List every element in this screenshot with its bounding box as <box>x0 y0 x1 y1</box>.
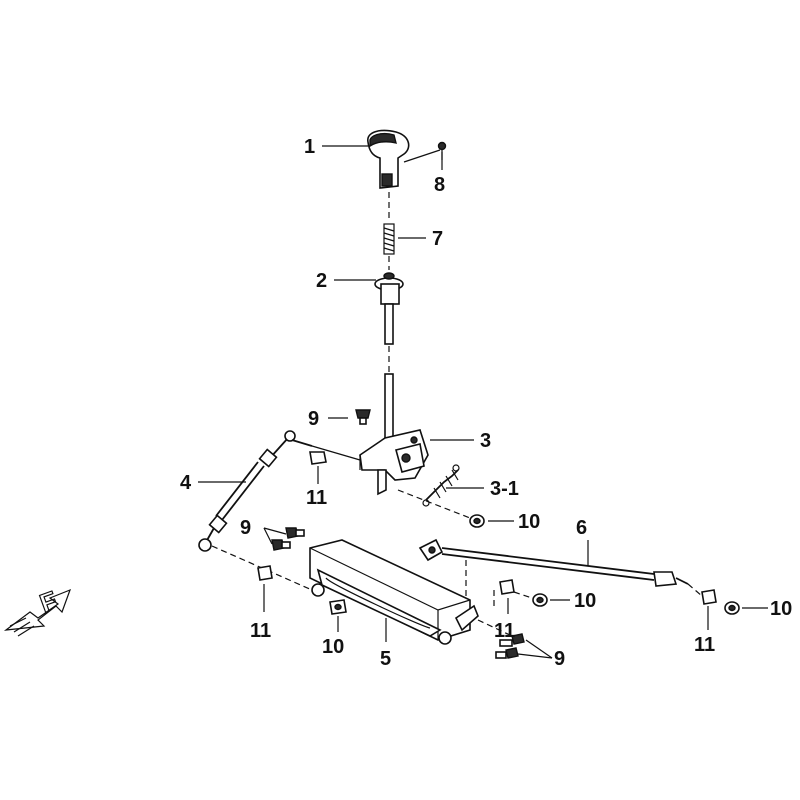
part-4-link-rod <box>198 430 313 552</box>
part-3-shift-lever-bracket <box>359 373 429 496</box>
callout-11-middle: 11 <box>494 620 515 642</box>
part-9-bolts-left <box>271 527 305 551</box>
part-10-nut-right <box>724 601 740 615</box>
callout-9-right: 9 <box>554 648 565 670</box>
part-6-cable-rod <box>418 538 689 587</box>
callout-10-left: 10 <box>322 636 344 658</box>
callout-11-right: 11 <box>694 634 715 656</box>
leader-lines <box>198 145 768 659</box>
part-11-collar-left <box>257 565 273 581</box>
front-indicator-letter: F <box>36 585 61 619</box>
callout-10-middle: 10 <box>574 590 596 612</box>
callout-6: 6 <box>576 517 587 539</box>
part-10-nut-upper <box>469 514 485 528</box>
callout-7: 7 <box>432 228 443 250</box>
callout-2: 2 <box>316 270 327 292</box>
part-11-collar-right <box>701 589 717 605</box>
callout-4: 4 <box>180 472 192 494</box>
part-2-collar <box>374 272 404 345</box>
part-11-collar-upper <box>309 451 327 465</box>
part-5-shift-base <box>309 539 479 645</box>
part-11-collar-middle <box>499 579 515 595</box>
callout-3-1: 3-1 <box>490 478 519 500</box>
part-10-nut-middle <box>532 593 548 607</box>
callout-8: 8 <box>434 174 445 196</box>
callout-10-right: 10 <box>770 598 792 620</box>
callout-11-left: 11 <box>250 620 271 642</box>
callout-9-left: 9 <box>240 517 251 539</box>
part-10-nut-left <box>329 599 347 615</box>
part-1-shift-knob <box>367 129 410 189</box>
part-9-bolts-right <box>495 633 525 659</box>
callout-5: 5 <box>380 648 391 670</box>
callout-9-top: 9 <box>308 408 319 430</box>
callout-1: 1 <box>304 136 315 158</box>
front-direction-arrow-icon: F <box>3 584 72 637</box>
callout-3: 3 <box>480 430 491 452</box>
part-7-spring <box>383 223 395 255</box>
callout-labels: 1 8 7 2 9 3 3-1 10 4 11 9 6 11 10 5 11 1… <box>180 136 792 670</box>
part-9-bolt-top <box>355 409 371 425</box>
part-3-1-return-spring <box>422 464 460 507</box>
callout-11-upper: 11 <box>306 487 327 509</box>
callout-10-upper: 10 <box>518 511 540 533</box>
